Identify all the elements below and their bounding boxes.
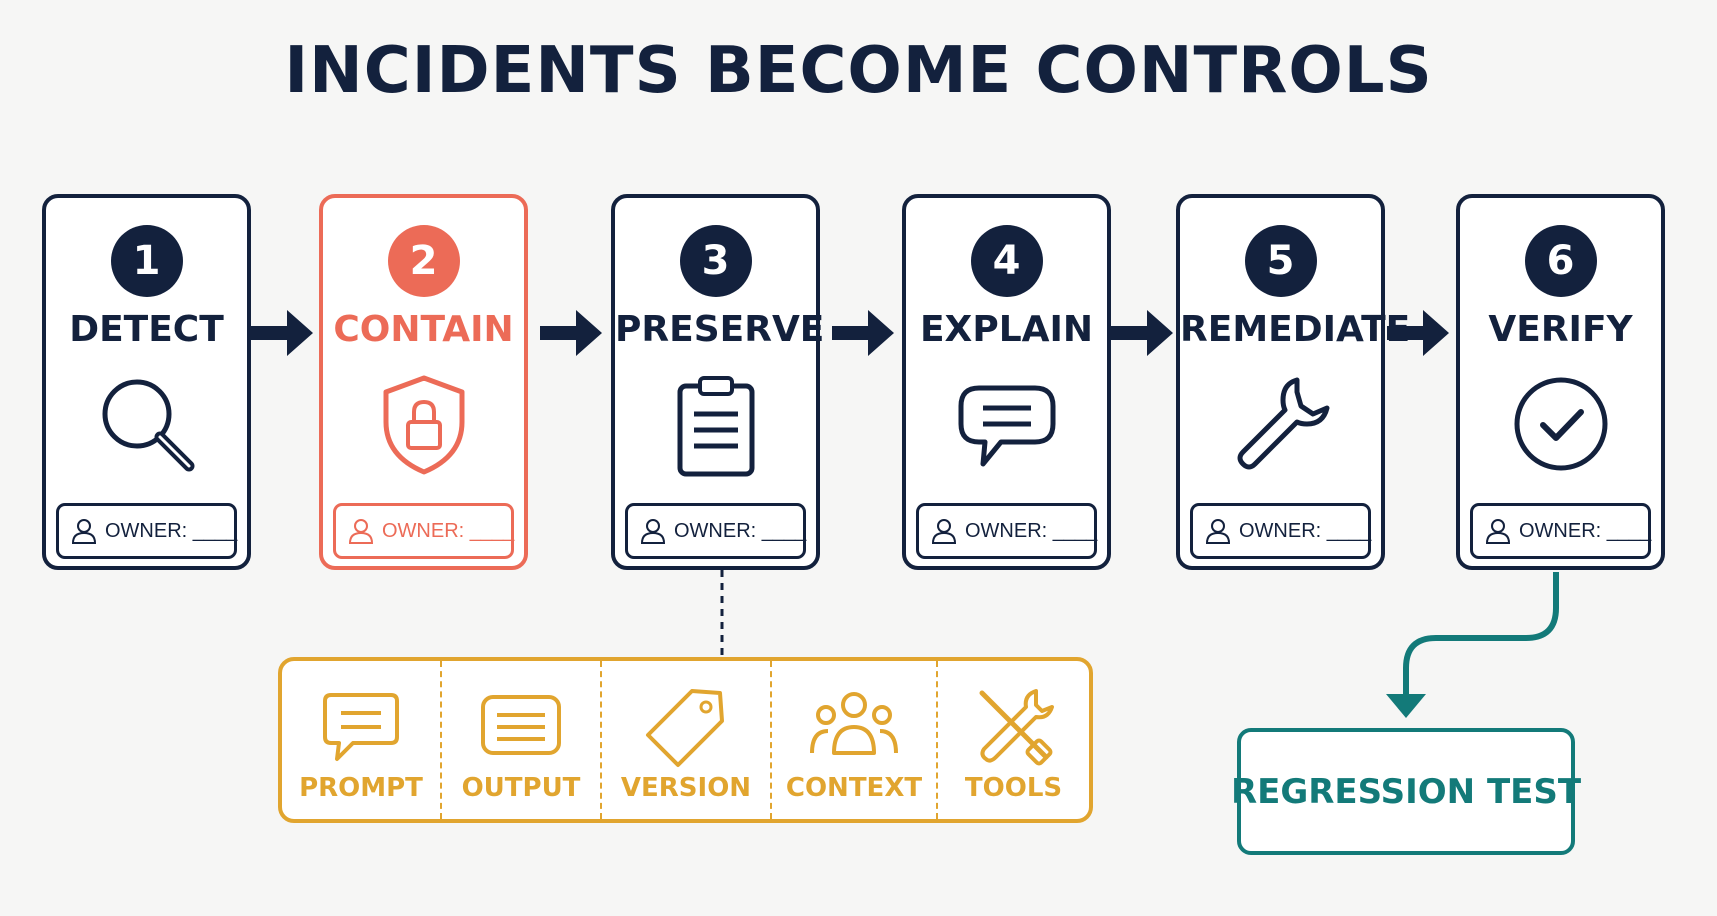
step-remediate: 5 REMEDIATE OWNER: ____ bbox=[1176, 194, 1411, 570]
arrow-right-icon bbox=[251, 310, 313, 356]
regression-test-label: REGRESSION TEST bbox=[1230, 771, 1582, 812]
user-icon bbox=[71, 519, 97, 544]
owner-field: OWNER: ____ bbox=[56, 503, 237, 559]
user-icon bbox=[1485, 519, 1511, 544]
arrow-right-icon bbox=[1387, 310, 1449, 356]
step-explain: 4 EXPLAIN OWNER: ____ bbox=[902, 194, 1111, 570]
magnifier-icon bbox=[102, 379, 194, 472]
owner-label: OWNER: ____ bbox=[1239, 519, 1372, 542]
shield-lock-icon bbox=[383, 375, 464, 475]
owner-field: OWNER: ____ bbox=[625, 503, 806, 559]
evidence-item-tools: TOOLS bbox=[938, 661, 1089, 819]
check-circle-icon bbox=[1514, 377, 1607, 471]
arrow-right-icon bbox=[540, 310, 602, 356]
evidence-item-prompt: PROMPT bbox=[282, 661, 442, 819]
step-label: VERIFY bbox=[1488, 309, 1633, 350]
people-icon bbox=[810, 692, 898, 755]
wrench-icon bbox=[1237, 377, 1329, 470]
step-label: PRESERVE bbox=[615, 309, 825, 350]
evidence-panel: PROMPT OUTPUT VERSION CONTEXT bbox=[278, 657, 1093, 823]
step-label: REMEDIATE bbox=[1180, 309, 1411, 350]
evidence-label: OUTPUT bbox=[461, 773, 581, 803]
step-number-badge: 4 bbox=[970, 225, 1043, 297]
step-label: CONTAIN bbox=[333, 309, 514, 350]
owner-label: OWNER: ____ bbox=[674, 519, 807, 542]
user-icon bbox=[348, 519, 374, 544]
evidence-item-context: CONTEXT bbox=[772, 661, 938, 819]
owner-label: OWNER: ____ bbox=[965, 519, 1098, 542]
owner-label: OWNER: ____ bbox=[1519, 519, 1652, 542]
owner-field: OWNER: ____ bbox=[333, 503, 514, 559]
verify-to-regression-arrowhead bbox=[1386, 694, 1426, 718]
step-label: EXPLAIN bbox=[919, 309, 1094, 350]
evidence-item-version: VERSION bbox=[602, 661, 772, 819]
step-number-badge: 2 bbox=[387, 225, 460, 297]
verify-to-regression-connector bbox=[1403, 572, 1559, 700]
user-icon bbox=[640, 519, 666, 544]
arrow-right-icon bbox=[832, 310, 894, 356]
owner-label: OWNER: ____ bbox=[105, 519, 238, 542]
step-number-badge: 1 bbox=[110, 225, 183, 297]
tools-icon bbox=[979, 689, 1054, 766]
tag-icon bbox=[646, 689, 724, 767]
user-icon bbox=[1205, 519, 1231, 544]
step-number-badge: 5 bbox=[1244, 225, 1317, 297]
evidence-item-output: OUTPUT bbox=[442, 661, 602, 819]
owner-field: OWNER: ____ bbox=[1470, 503, 1651, 559]
owner-field: OWNER: ____ bbox=[1190, 503, 1371, 559]
step-number-badge: 3 bbox=[679, 225, 752, 297]
clipboard-icon bbox=[677, 376, 754, 477]
evidence-label: VERSION bbox=[620, 773, 752, 803]
step-detect: 1 DETECT OWNER: ____ bbox=[42, 194, 251, 570]
arrow-right-icon bbox=[1111, 310, 1173, 356]
chat-bubble-icon bbox=[323, 693, 399, 761]
step-number-badge: 6 bbox=[1524, 225, 1597, 297]
evidence-label: CONTEXT bbox=[785, 773, 923, 803]
step-verify: 6 VERIFY OWNER: ____ bbox=[1456, 194, 1665, 570]
regression-test-box: REGRESSION TEST bbox=[1231, 728, 1581, 855]
diagram-title: INCIDENTS BECOME CONTROLS bbox=[284, 34, 1433, 108]
evidence-label: TOOLS bbox=[964, 773, 1063, 803]
speech-bubble-icon bbox=[958, 385, 1055, 467]
document-lines-icon bbox=[481, 695, 561, 755]
owner-label: OWNER: ____ bbox=[382, 519, 515, 542]
owner-field: OWNER: ____ bbox=[916, 503, 1097, 559]
step-contain: 2 CONTAIN OWNER: ____ bbox=[319, 194, 528, 570]
user-icon bbox=[931, 519, 957, 544]
step-label: DETECT bbox=[69, 309, 224, 350]
evidence-label: PROMPT bbox=[299, 773, 423, 803]
step-preserve: 3 PRESERVE OWNER: ____ bbox=[611, 194, 825, 570]
